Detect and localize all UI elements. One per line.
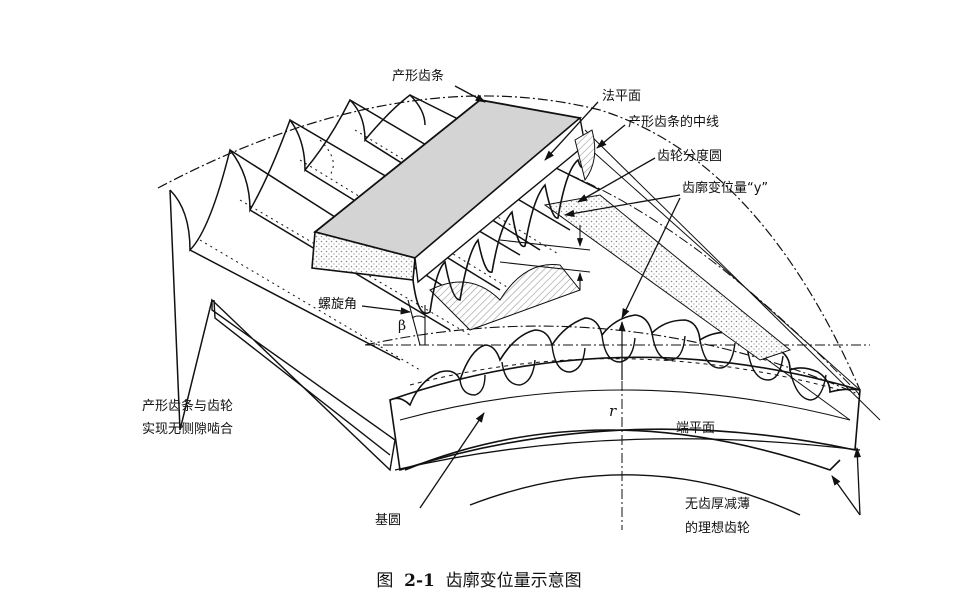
dedendum-dashed [409, 358, 841, 391]
figure-caption: 图 2-1 齿廓变位量示意图 [0, 566, 958, 591]
leader-base-circle [419, 412, 485, 509]
leader-rack [454, 85, 486, 103]
label-radius: r [609, 402, 617, 420]
label-profile-shift: 齿廓变位量“y” [682, 181, 769, 196]
end-face-bottom-arc [404, 429, 841, 471]
caption-prefix: 图 [376, 571, 394, 591]
generating-rack [311, 99, 596, 315]
label-pitch-circle: 齿轮分度圆 [657, 149, 723, 164]
label-ideal-gear-line1: 无齿厚减薄 [685, 497, 751, 512]
label-rack-centerline: 产形齿条的中线 [628, 115, 720, 130]
leader-profile-shift-a [563, 194, 681, 217]
leader-helix-angle [361, 305, 412, 315]
label-generating-rack: 产形齿条 [392, 69, 445, 84]
profile-shift-band [543, 194, 792, 361]
label-end-plane: 端平面 [676, 421, 716, 436]
profile-shift-dimension [499, 225, 591, 290]
label-mesh-line2: 实现无侧隙啮合 [142, 422, 234, 437]
outer-datum-arc [157, 95, 861, 391]
leader-ideal-gear-b [853, 446, 862, 516]
label-helix-angle: 螺旋角 [318, 297, 358, 312]
end-face-teeth [389, 314, 861, 407]
label-ideal-gear-line2: 的理想齿轮 [685, 521, 751, 536]
leader-pitch-circle [577, 157, 656, 203]
caption-number: 2-1 [404, 571, 435, 591]
converging-lines [554, 129, 881, 421]
rack-teeth [412, 144, 586, 315]
leader-rack-centerline [596, 124, 626, 149]
label-base-circle: 基圆 [375, 513, 402, 528]
label-mesh-line1: 产形齿条与齿轮 [142, 399, 234, 414]
label-normal-plane: 法平面 [602, 89, 642, 104]
end-face-inner-arc [394, 438, 861, 471]
gear-body-side [211, 298, 396, 472]
pitch-circle-dashdot [364, 325, 861, 396]
caption-title: 齿廓变位量示意图 [445, 571, 582, 591]
rack-tooth-flank [574, 129, 596, 182]
gear-lower-wedge [213, 299, 391, 456]
end-face-roots [459, 332, 827, 401]
leader-ideal-gear-a [831, 475, 861, 516]
end-face-outer [389, 356, 861, 472]
leader-arrows [361, 85, 862, 516]
leader-profile-shift-b [621, 197, 681, 319]
label-beta: β [398, 318, 407, 334]
leader-normal-plane [544, 101, 599, 161]
base-circle-arc [399, 389, 851, 421]
tooth-gap-hatched [429, 263, 581, 331]
bore-arc [469, 474, 801, 516]
